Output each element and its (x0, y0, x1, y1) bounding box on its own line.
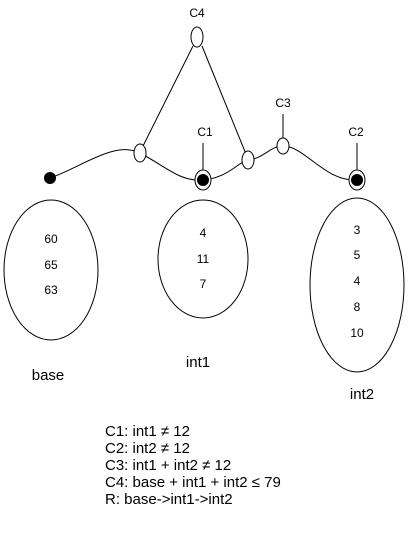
constraint-c1: C1: int1 ≠ 12 (105, 423, 190, 440)
int2-value: 10 (350, 326, 364, 340)
base-value: 63 (44, 283, 58, 297)
c4-marker-left (133, 143, 147, 163)
int1-value: 4 (200, 226, 207, 240)
c3-marker (276, 137, 290, 155)
int1-set-name: int1 (186, 354, 210, 371)
c4-label: C4 (189, 6, 205, 20)
constraint-c2: C2: int2 ≠ 12 (105, 440, 190, 457)
c4-link-right (201, 45, 249, 160)
base-node (44, 172, 56, 184)
c3-label: C3 (275, 96, 291, 110)
int2-value: 5 (354, 248, 361, 262)
c4-marker-right (241, 150, 255, 170)
c4-link-left (139, 45, 194, 153)
constraint-c3: C3: int1 + int2 ≠ 12 (105, 457, 232, 474)
constraint-c4: C4: base + int1 + int2 ≤ 79 (105, 474, 281, 491)
c2-label: C2 (348, 125, 364, 139)
int1-set (157, 199, 249, 319)
int2-node (351, 174, 363, 186)
base-set-name: base (32, 367, 65, 384)
relation-path (49, 145, 358, 181)
int2-value: 8 (354, 300, 361, 314)
int1-node (197, 174, 209, 186)
int2-set (309, 197, 405, 373)
constraint-list: C1: int1 ≠ 12 C2: int2 ≠ 12 C3: int1 + i… (105, 423, 405, 508)
int2-value: 4 (354, 274, 361, 288)
int2-value: 3 (354, 223, 361, 237)
int2-set-name: int2 (350, 386, 374, 403)
c1-label: C1 (197, 125, 213, 139)
int1-value: 7 (200, 277, 207, 291)
c4-node (190, 26, 204, 48)
int1-value: 11 (197, 252, 210, 266)
base-value: 60 (44, 232, 58, 246)
constraint-relation: R: base->int1->int2 (105, 491, 233, 508)
base-set (3, 199, 99, 341)
base-value: 65 (44, 258, 58, 272)
